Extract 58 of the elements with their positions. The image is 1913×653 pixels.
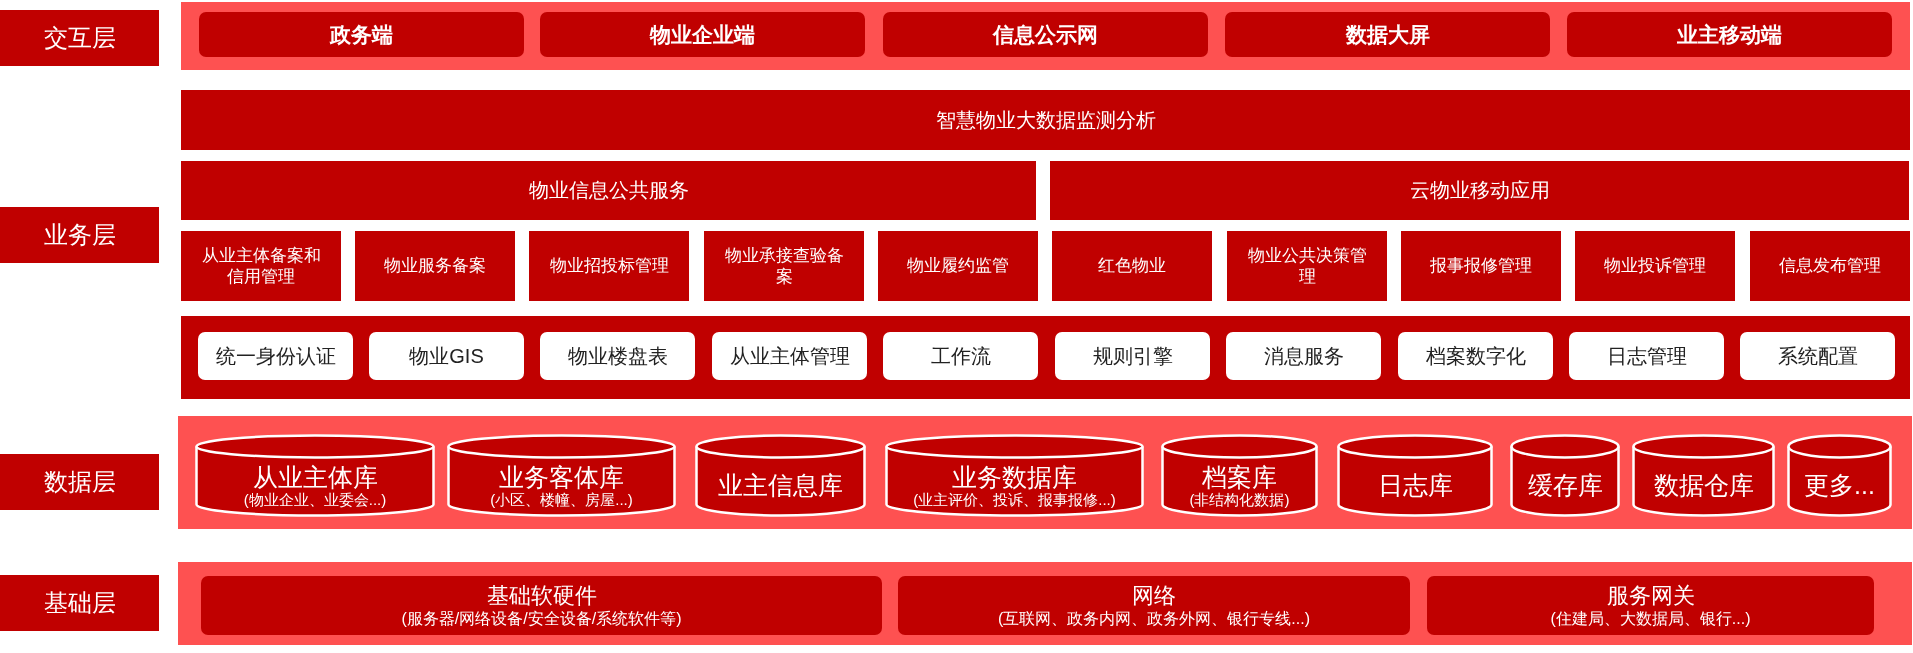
component-chip: 档案数字化 <box>1398 332 1553 380</box>
component-chip: 日志管理 <box>1569 332 1724 380</box>
component-chip: 统一身份认证 <box>198 332 353 380</box>
database-name: 业务数据库 <box>952 462 1077 492</box>
infrastructure-name: 服务网关 <box>1606 582 1695 610</box>
database-name: 业主信息库 <box>718 471 843 500</box>
module-box: 红色物业 <box>1052 231 1212 301</box>
channel-tab: 业主移动端 <box>1567 12 1892 57</box>
module-box: 从业主体备案和信用管理 <box>181 231 341 301</box>
layer-label: 交互层 <box>0 10 159 66</box>
module-box: 物业公共决策管理 <box>1227 231 1387 301</box>
database-name: 日志库 <box>1377 471 1453 500</box>
component-chip: 物业楼盘表 <box>540 332 695 380</box>
component-chip: 规则引擎 <box>1055 332 1210 380</box>
component-panel <box>181 316 1910 399</box>
service-bar: 云物业移动应用 <box>1050 161 1909 220</box>
database-note: (物业企业、业委会...) <box>243 491 387 509</box>
database-name: 数据仓库 <box>1653 471 1754 500</box>
component-chip: 消息服务 <box>1226 332 1381 380</box>
module-box: 物业招投标管理 <box>529 231 689 301</box>
channel-tab: 政务端 <box>199 12 524 57</box>
infrastructure-note: (住建局、大数据局、银行...) <box>1550 609 1751 629</box>
channel-tab: 数据大屏 <box>1225 12 1550 57</box>
layer-band <box>181 2 1910 70</box>
infrastructure-box <box>1427 576 1874 635</box>
module-box: 物业投诉管理 <box>1575 231 1735 301</box>
module-box: 物业履约监管 <box>878 231 1038 301</box>
layer-label: 数据层 <box>0 454 159 510</box>
database-name: 业务客体库 <box>499 462 624 492</box>
module-box: 物业承接查验备案 <box>704 231 864 301</box>
service-bar: 智慧物业大数据监测分析 <box>181 90 1910 150</box>
infrastructure-box <box>898 576 1410 635</box>
layer-label: 业务层 <box>0 207 159 263</box>
infrastructure-name: 网络 <box>1132 582 1176 610</box>
layer-band <box>178 416 1912 529</box>
infrastructure-box <box>201 576 882 635</box>
infrastructure-name: 基础软硬件 <box>486 582 597 610</box>
infrastructure-note: (服务器/网络设备/安全设备/系统软件等) <box>401 609 682 629</box>
layer-label: 基础层 <box>0 575 159 631</box>
module-box: 信息发布管理 <box>1750 231 1910 301</box>
database-name: 从业主体库 <box>252 462 378 492</box>
channel-tab: 物业企业端 <box>540 12 865 57</box>
database-note: (小区、楼幢、房屋...) <box>490 491 633 509</box>
component-chip: 工作流 <box>883 332 1038 380</box>
database-name: 档案库 <box>1202 462 1277 492</box>
database-note: (业主评价、投诉、报事报修...) <box>913 491 1116 509</box>
component-chip: 从业主体管理 <box>712 332 867 380</box>
database-name: 缓存库 <box>1527 471 1603 500</box>
component-chip: 物业GIS <box>369 332 524 380</box>
channel-tab: 信息公示网 <box>883 12 1208 57</box>
component-chip: 系统配置 <box>1740 332 1895 380</box>
infrastructure-note: (互联网、政务内网、政务外网、银行专线...) <box>998 609 1310 629</box>
database-name: 更多... <box>1804 471 1875 500</box>
module-box: 物业服务备案 <box>355 231 515 301</box>
module-box: 报事报修管理 <box>1401 231 1561 301</box>
service-bar: 物业信息公共服务 <box>181 161 1036 220</box>
layer-band <box>178 562 1912 645</box>
database-note: (非结构化数据) <box>1189 491 1290 509</box>
